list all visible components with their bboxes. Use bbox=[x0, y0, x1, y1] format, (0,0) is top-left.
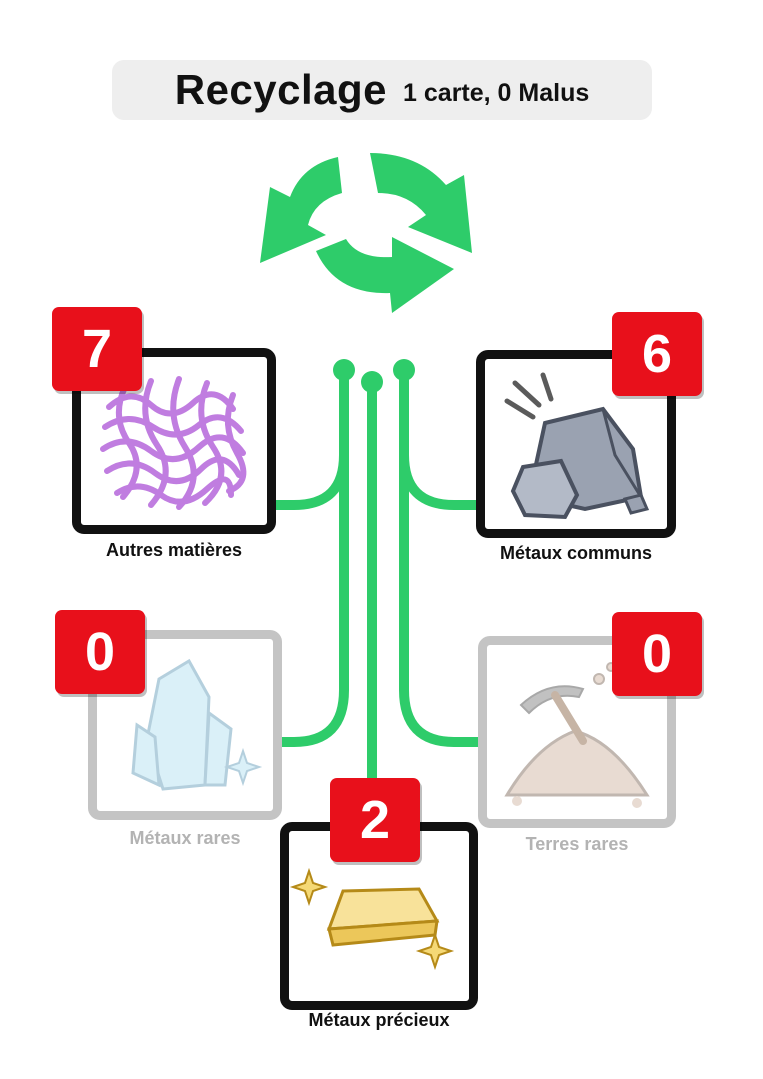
recycle-icon bbox=[260, 153, 472, 313]
label-metaux-communs: Métaux communs bbox=[499, 543, 653, 563]
crystal-icon bbox=[131, 658, 263, 791]
count-badge-rares: 0 bbox=[55, 610, 145, 694]
page-subtitle: 1 carte, 0 Malus bbox=[403, 78, 590, 107]
pickaxe-mound-icon bbox=[504, 662, 650, 808]
count-badge-autres: 7 bbox=[52, 307, 142, 391]
label-autres-matieres: Autres matières bbox=[105, 540, 243, 560]
count-badge-terres: 0 bbox=[612, 612, 702, 696]
count-badge-precieux: 2 bbox=[330, 778, 420, 862]
label-metaux-precieux: Métaux précieux bbox=[308, 1010, 450, 1030]
title-banner: Recyclage 1 carte, 0 Malus bbox=[112, 60, 652, 120]
rock-ore-icon bbox=[504, 372, 650, 520]
card-metaux-communs[interactable] bbox=[476, 350, 676, 538]
gold-bar-icon bbox=[289, 867, 455, 971]
card-metaux-rares[interactable] bbox=[88, 630, 282, 820]
card-autres-matieres[interactable] bbox=[72, 348, 276, 534]
page-title: Recyclage bbox=[174, 66, 388, 113]
label-terres-rares: Terres rares bbox=[525, 834, 629, 854]
fiber-mesh-icon bbox=[100, 376, 247, 510]
label-metaux-rares: Métaux rares bbox=[129, 828, 241, 848]
count-badge-communs: 6 bbox=[612, 312, 702, 396]
